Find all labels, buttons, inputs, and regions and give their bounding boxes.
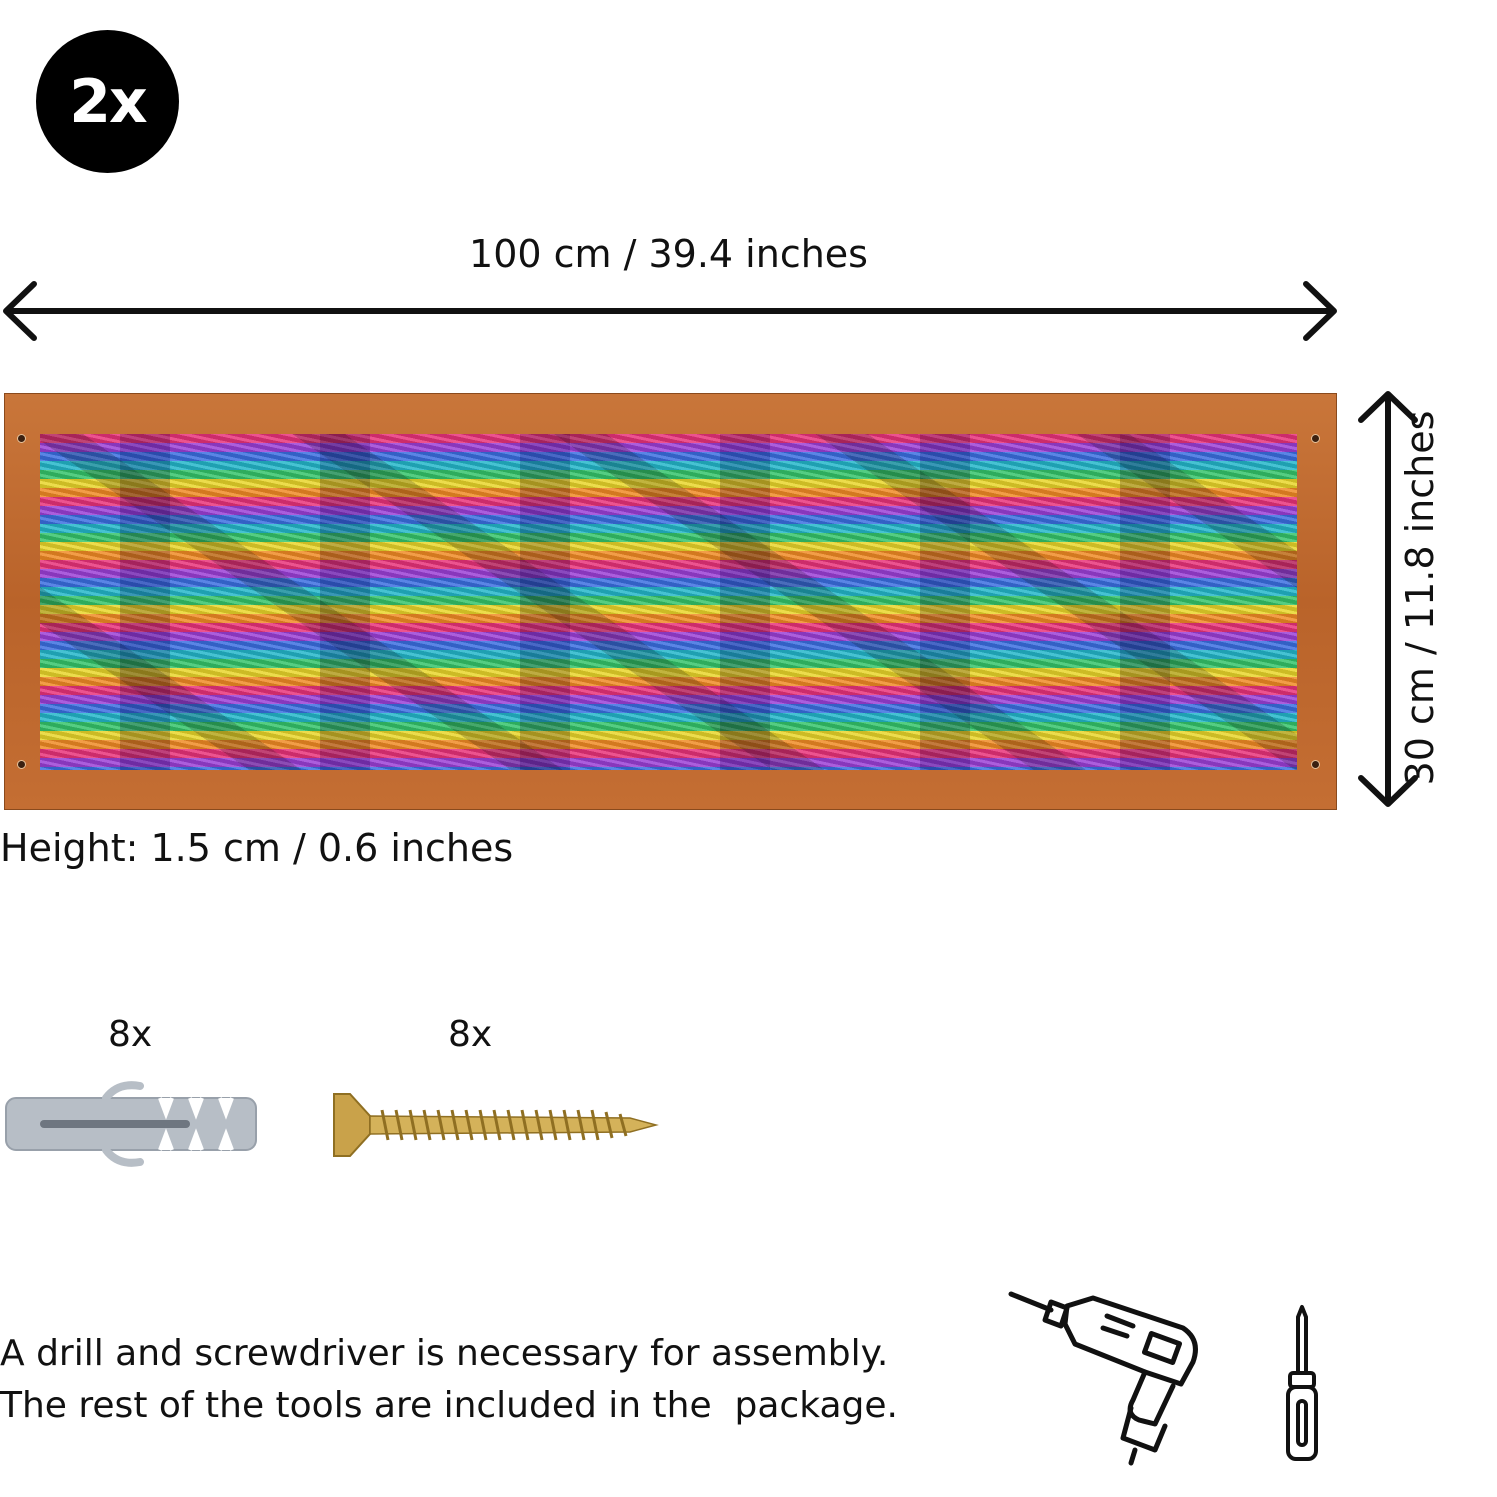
sequin-shading	[40, 434, 1297, 770]
assembly-note-line-1: A drill and screwdriver is necessary for…	[0, 1333, 889, 1374]
width-arrow-icon	[3, 281, 1337, 341]
frame-screw-hole	[17, 760, 26, 769]
anchor-count: 8x	[108, 1014, 153, 1055]
frame-screw-hole	[1311, 434, 1320, 443]
assembly-note: A drill and screwdriver is necessary for…	[0, 1328, 898, 1432]
quantity-badge: 2x	[36, 30, 179, 173]
frame-screw-hole	[17, 434, 26, 443]
screw-icon	[333, 1093, 659, 1157]
screw-count: 8x	[448, 1014, 493, 1055]
height-label: 30 cm / 11.8 inches	[1398, 410, 1442, 786]
depth-label: Height: 1.5 cm / 0.6 inches	[0, 826, 514, 870]
wall-anchor-icon	[5, 1081, 257, 1167]
height-arrow-icon	[1358, 391, 1418, 807]
drill-icon	[1008, 1291, 1198, 1466]
frame-screw-hole	[1311, 760, 1320, 769]
assembly-note-line-2: The rest of the tools are included in th…	[0, 1385, 898, 1426]
sequin-panel	[40, 434, 1297, 770]
screwdriver-icon	[1286, 1305, 1318, 1461]
width-label: 100 cm / 39.4 inches	[469, 232, 868, 276]
